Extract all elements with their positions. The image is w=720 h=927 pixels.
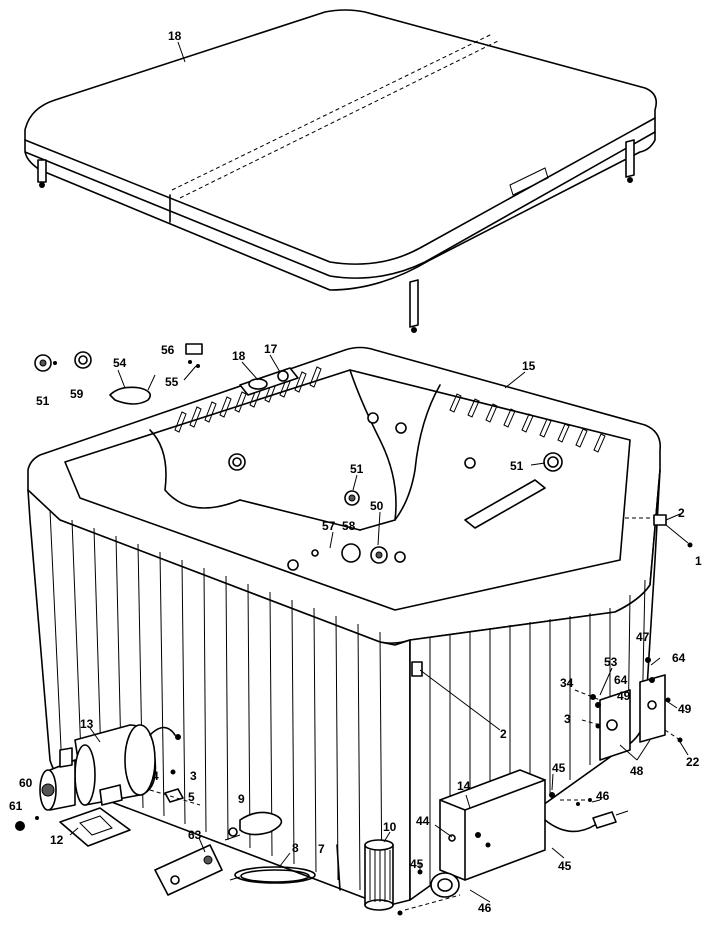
callout-10: 10 — [383, 820, 397, 834]
callout-54: 54 — [113, 356, 127, 370]
callout-12: 12 — [50, 833, 64, 847]
callout-15: 15 — [522, 359, 536, 373]
callout-57: 57 — [322, 519, 336, 533]
coiled-hose — [229, 866, 316, 884]
callout-3-pump: 3 — [190, 769, 197, 783]
callout-18-skimmer: 18 — [232, 349, 246, 363]
callout-8: 8 — [292, 841, 299, 855]
callout-60: 60 — [19, 776, 33, 790]
callout-18-cover: 18 — [168, 29, 182, 43]
callout-22: 22 — [686, 755, 700, 769]
callout-45-bottom: 45 — [410, 857, 424, 871]
callout-34: 34 — [560, 676, 574, 690]
leader-lines — [69, 41, 689, 903]
callout-14: 14 — [457, 779, 471, 793]
cabinet-slats-front — [49, 509, 383, 899]
callout-55: 55 — [165, 375, 179, 389]
callout-7: 7 — [318, 842, 325, 856]
callout-59: 59 — [70, 387, 84, 401]
shell-vents — [174, 366, 606, 453]
callout-1: 1 — [695, 554, 702, 568]
callout-47: 47 — [636, 630, 650, 644]
callout-50: 50 — [370, 499, 384, 513]
callout-9: 9 — [238, 792, 245, 806]
parts-upper-left — [34, 343, 203, 405]
pump-mount-hardware — [149, 769, 201, 806]
callout-2-right: 2 — [678, 506, 685, 520]
callout-17: 17 — [264, 342, 278, 356]
callout-49-right: 49 — [678, 702, 692, 716]
callout-51-upper-left: 51 — [36, 394, 50, 408]
spa-shell — [27, 346, 662, 906]
callout-49-left: 49 — [617, 689, 631, 703]
callout-51-right-jet: 51 — [510, 459, 524, 473]
callout-53: 53 — [604, 655, 618, 669]
bracket-assembly — [574, 657, 683, 761]
callout-labels: 18 18 17 15 56 55 54 51 59 51 51 57 58 5… — [9, 29, 702, 915]
callout-46-right: 46 — [596, 789, 610, 803]
filter-cartridge — [364, 839, 394, 911]
callout-64-lower: 64 — [614, 673, 628, 687]
callout-45-right: 45 — [558, 859, 572, 873]
callout-2-cabinet: 2 — [500, 727, 507, 741]
callout-4: 4 — [152, 769, 159, 783]
callout-48: 48 — [630, 764, 644, 778]
callout-64-upper: 64 — [672, 651, 686, 665]
callout-13: 13 — [80, 717, 94, 731]
label-plate — [154, 844, 223, 896]
callout-58: 58 — [342, 519, 356, 533]
callout-51-center-jet: 51 — [350, 462, 364, 476]
callout-3-bracket: 3 — [564, 712, 571, 726]
pump-motor — [15, 724, 181, 831]
callout-56: 56 — [161, 343, 175, 357]
fitting-part — [224, 811, 283, 841]
probe-rod — [336, 844, 341, 891]
spa-cover — [24, 9, 658, 333]
callout-63: 63 — [188, 828, 202, 842]
pump-base — [59, 807, 131, 847]
callout-46-bottom: 46 — [478, 901, 492, 915]
callout-5: 5 — [188, 790, 195, 804]
callout-45-top: 45 — [552, 761, 566, 775]
callout-61: 61 — [9, 799, 23, 813]
parts-right-hardware — [419, 513, 693, 731]
callout-44: 44 — [416, 814, 430, 828]
